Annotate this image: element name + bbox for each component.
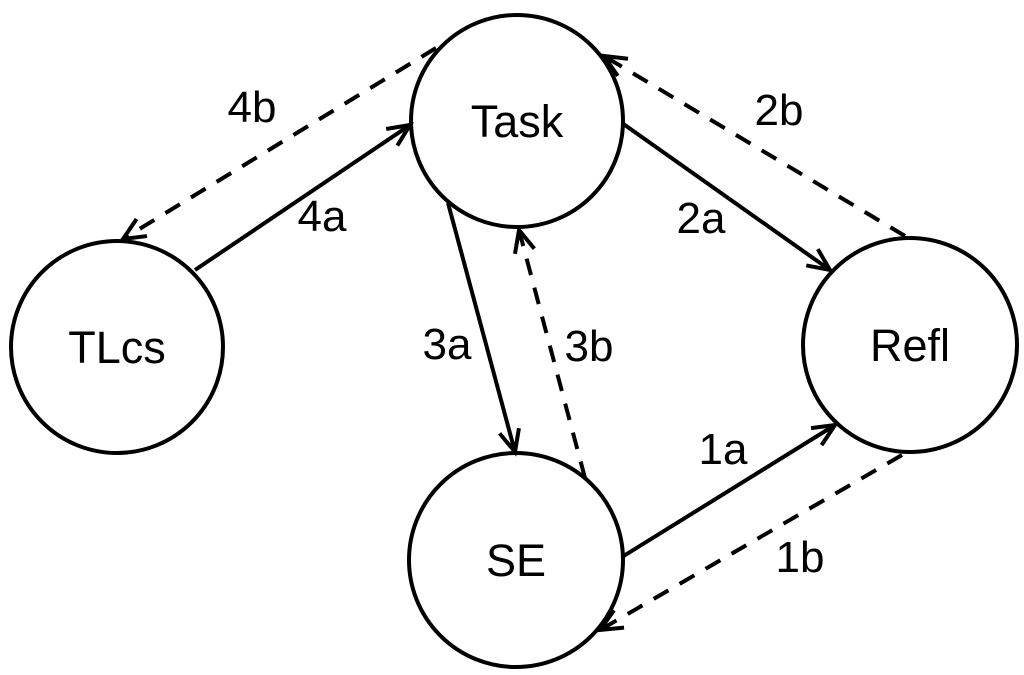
edge-4a-label: 4a [298, 192, 347, 241]
node-refl-circle [801, 236, 1019, 454]
node-task-label: Task [471, 96, 564, 147]
edge-4b-arrow [118, 46, 438, 242]
node-tlcs-label: TLcs [68, 322, 166, 373]
edge-labels-layer: 1a 1b 2a 2b 3a 3b 4a 4b [228, 83, 825, 582]
edge-2b-arrow [599, 53, 907, 238]
edges-layer [118, 46, 907, 633]
node-tlcs-circle [9, 239, 225, 455]
node-se: SE [407, 451, 625, 669]
edge-1b-label: 1b [776, 533, 825, 582]
node-refl: Refl [801, 236, 1019, 454]
edge-2b-label: 2b [755, 86, 804, 135]
edge-1a-arrow [620, 422, 840, 559]
edge-4b-label: 4b [228, 83, 277, 132]
edge-1a-label: 1a [699, 425, 748, 474]
node-refl-label: Refl [870, 320, 950, 371]
edge-3a-label: 3a [423, 320, 472, 369]
node-se-label: SE [486, 535, 546, 586]
node-task: Task [409, 13, 625, 229]
edge-3b-label: 3b [565, 322, 614, 371]
node-tlcs: TLcs [9, 239, 225, 455]
edge-2a-label: 2a [677, 194, 726, 243]
edge-4a-arrow [193, 122, 415, 272]
edge-3a-arrow [446, 202, 521, 457]
edge-2a-arrow [620, 121, 834, 273]
edge-3b-arrow [513, 225, 587, 479]
